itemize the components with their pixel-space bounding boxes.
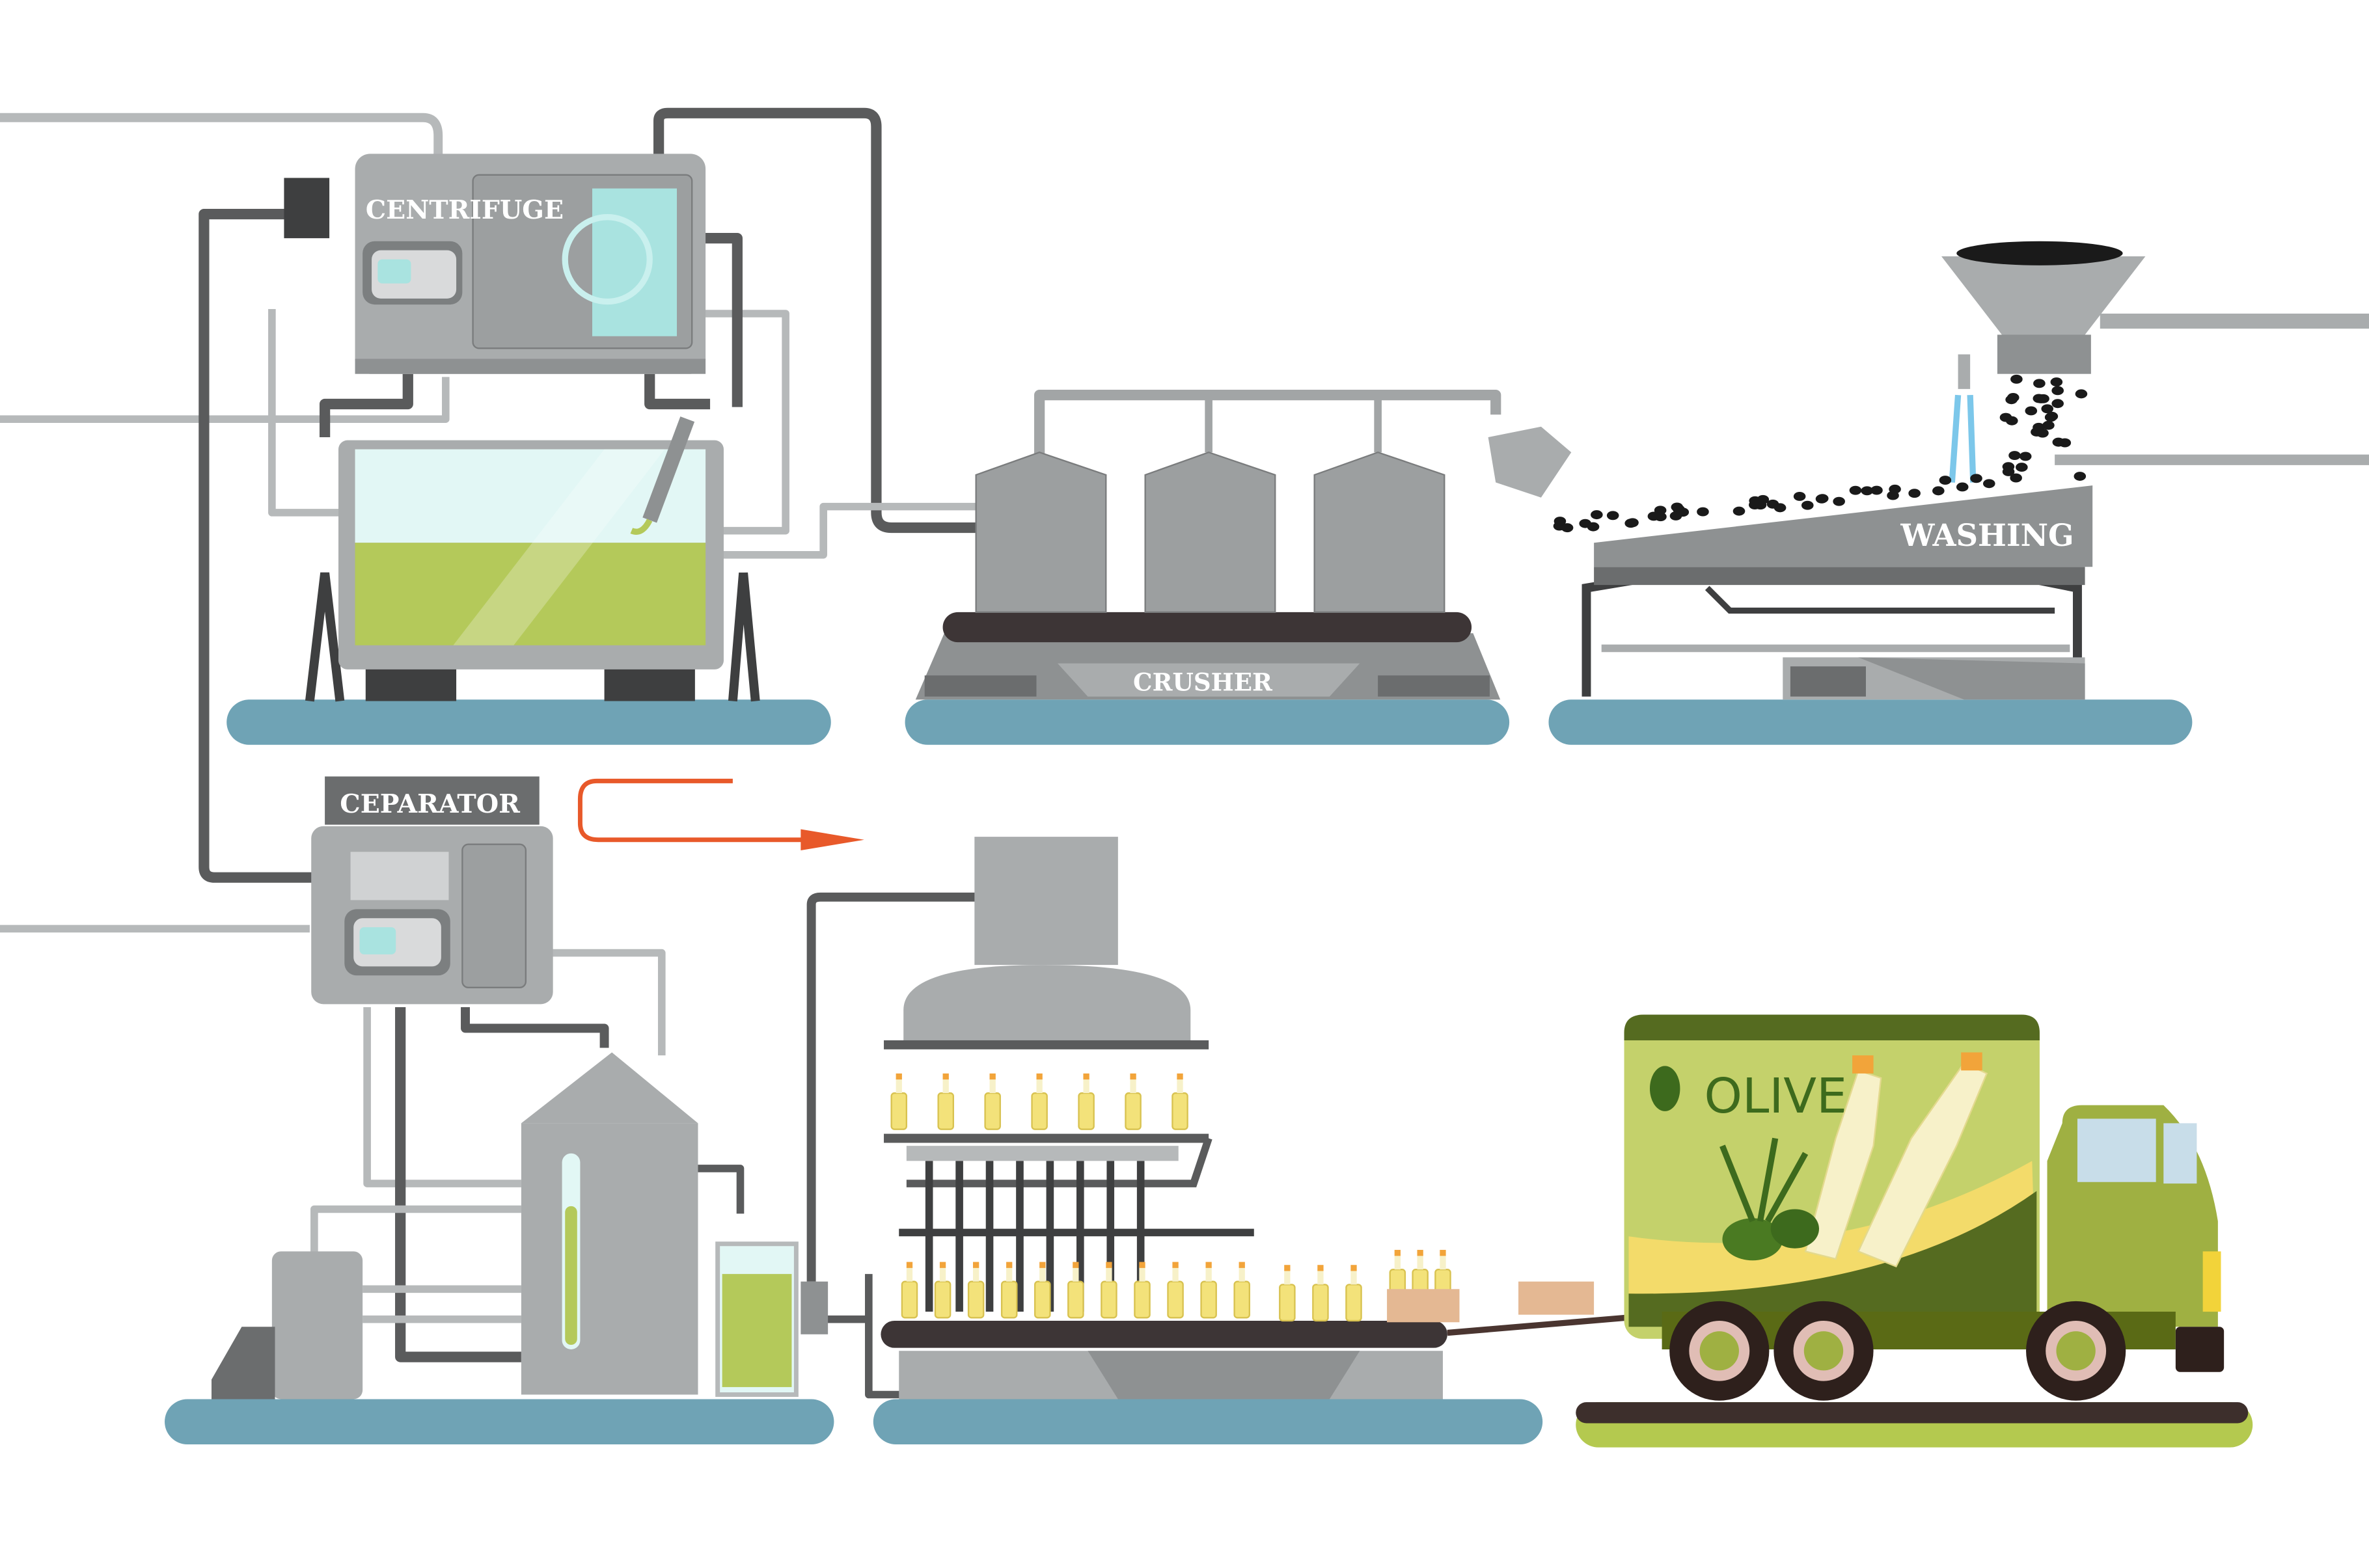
- olive: [2042, 420, 2055, 430]
- plug-icon: [284, 178, 330, 239]
- floors: [165, 699, 2193, 1444]
- olive: [2051, 386, 2064, 396]
- olive: [1757, 494, 1770, 504]
- truck-wheels: [1669, 1301, 2126, 1401]
- crusher-machine: CRUSHER: [915, 426, 1572, 700]
- olive: [1654, 506, 1667, 515]
- oil-bottle: [1101, 1262, 1117, 1319]
- olive: [1956, 482, 1969, 492]
- olive: [2016, 463, 2028, 472]
- olive: [2034, 394, 2047, 403]
- olive: [2041, 404, 2054, 414]
- olive: [1889, 484, 1901, 494]
- olive: [2006, 393, 2020, 402]
- centrifuge-label: CENTRIFUGE: [366, 195, 564, 225]
- olive: [1908, 489, 1921, 498]
- olive: [1932, 486, 1945, 496]
- olive: [1624, 519, 1637, 528]
- olive: [2025, 406, 2038, 416]
- separator-label: CEPARATOR: [340, 789, 520, 819]
- olive-oil-truck: OLIVE: [1576, 1014, 2253, 1448]
- bottling-machine: [881, 837, 1662, 1399]
- olive: [1816, 494, 1829, 504]
- oil-box: [1518, 1281, 1595, 1315]
- oil-bottle: [1134, 1262, 1151, 1319]
- oil-bottle: [1000, 1262, 1018, 1319]
- olive: [1793, 492, 1806, 501]
- oil-bottle: [1125, 1073, 1142, 1130]
- pipes: [0, 107, 2369, 1399]
- oil-bottle: [1067, 1262, 1084, 1319]
- washing-machine: WASHING: [1553, 241, 2146, 700]
- olive: [2019, 452, 2032, 461]
- oil-bottle: [934, 1262, 952, 1319]
- olive: [1849, 485, 1862, 495]
- olive: [2051, 399, 2064, 409]
- oil-bottle: [1200, 1262, 1217, 1319]
- olive: [2010, 473, 2022, 483]
- oil-bottle: [1345, 1265, 1362, 1322]
- olive-icon: [1650, 1066, 1680, 1111]
- olive: [2052, 437, 2065, 447]
- olive: [1970, 474, 1982, 483]
- olive: [1591, 510, 1603, 520]
- oil-box: [1387, 1289, 1460, 1323]
- oil-bottles: [890, 1073, 1451, 1322]
- olive: [2033, 379, 2046, 388]
- olive: [1561, 523, 1574, 533]
- truck-brand-label: OLIVE: [1705, 1068, 1847, 1124]
- olive: [1606, 511, 1619, 520]
- olive: [2002, 466, 2015, 476]
- flow-arrow: [577, 778, 864, 850]
- separator-machine: CEPARATOR: [212, 776, 828, 1399]
- oil-bottle: [937, 1073, 954, 1130]
- oil-bottle: [984, 1073, 1001, 1130]
- olive: [1939, 476, 1952, 485]
- washing-label: WASHING: [1900, 517, 2074, 553]
- oil-bottle: [1167, 1262, 1184, 1319]
- oil-bottle: [1279, 1265, 1296, 1322]
- olive: [1697, 507, 1709, 517]
- olive: [1732, 506, 1746, 516]
- centrifuge-machine: CENTRIFUGE: [284, 154, 760, 702]
- oil-bottle: [1031, 1073, 1048, 1130]
- oil-bottle: [1078, 1073, 1095, 1130]
- olive: [1999, 412, 2012, 422]
- olive: [2074, 472, 2087, 481]
- oil-bottle: [901, 1262, 918, 1319]
- olive: [2046, 411, 2059, 421]
- olive: [1861, 486, 1874, 496]
- olive: [1766, 499, 1779, 509]
- olive: [1982, 479, 1995, 489]
- crusher-label: CRUSHER: [1133, 668, 1273, 696]
- olive: [2010, 374, 2023, 384]
- olive: [1554, 517, 1567, 526]
- olive: [1833, 496, 1845, 506]
- olives: [1553, 374, 2088, 533]
- olive: [2050, 377, 2063, 387]
- oil-bottle: [1233, 1262, 1250, 1319]
- oil-bottle: [1312, 1265, 1329, 1322]
- olive: [2075, 389, 2088, 399]
- oil-bottle: [967, 1262, 985, 1319]
- oil-bottle: [1171, 1073, 1188, 1130]
- olive: [1677, 507, 1690, 517]
- oil-bottle: [1034, 1262, 1051, 1319]
- olive: [2008, 451, 2021, 461]
- olive: [1654, 512, 1667, 522]
- oil-bottle: [890, 1073, 908, 1130]
- olive: [1870, 485, 1883, 495]
- olive: [1801, 500, 1814, 510]
- olive: [1579, 519, 1591, 528]
- olive: [2031, 427, 2043, 437]
